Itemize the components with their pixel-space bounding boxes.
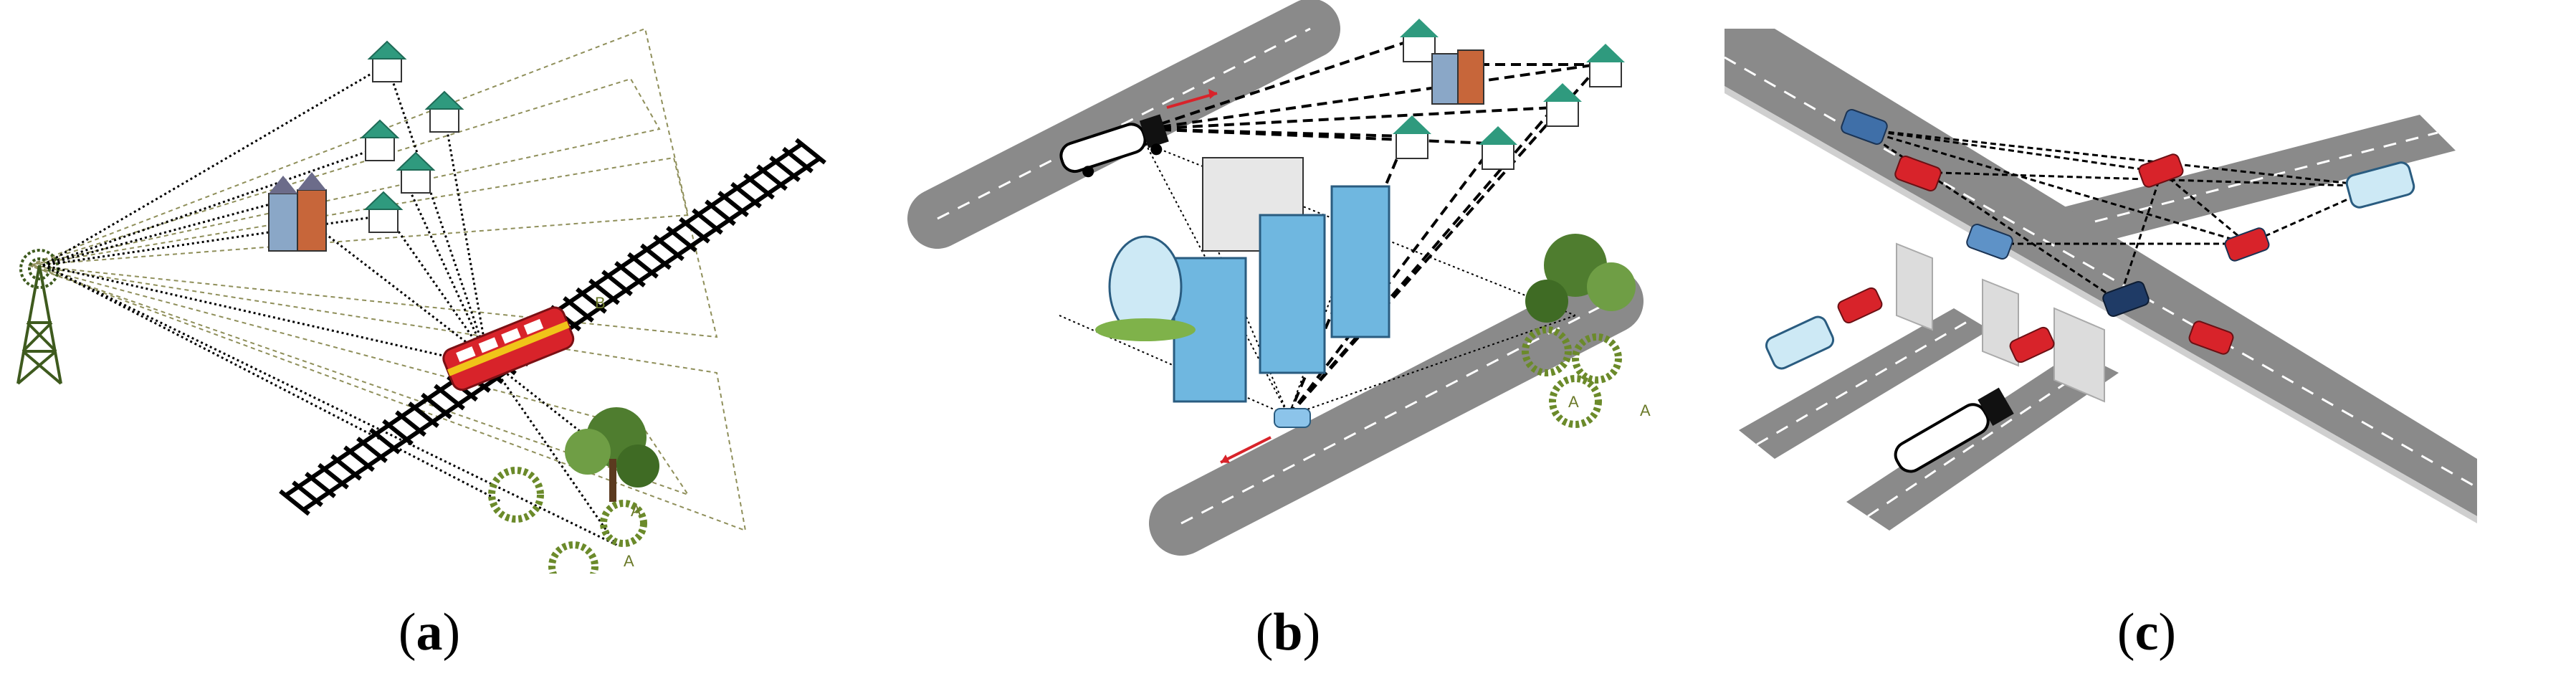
railway-tie (434, 384, 465, 411)
label-a: A (1568, 393, 1579, 411)
railway-tie (305, 472, 336, 498)
railway-tie (369, 427, 401, 455)
railway-tie (382, 419, 414, 446)
multipath-rays (1860, 128, 2377, 303)
railway-tie (627, 252, 659, 279)
house-icon (424, 90, 464, 133)
railway-tie (717, 191, 749, 217)
house-icon (363, 191, 404, 233)
vehicle-icons (1765, 109, 2415, 473)
panel-c-caption: (c) (2117, 603, 2177, 662)
lower-road-right (1846, 351, 2119, 531)
railway-tie (292, 480, 323, 508)
bus-icon (1765, 315, 1835, 370)
house-icons (1393, 19, 1625, 170)
label-a: A (631, 502, 641, 520)
panel-a-illustration: B A A (16, 27, 826, 574)
arrow-head (1221, 455, 1230, 463)
tree-cluster-icon (1522, 234, 1636, 428)
red-car-icon (1894, 156, 1942, 191)
railway-tie (743, 173, 775, 200)
arrow-head (1208, 89, 1217, 99)
railway-tie (614, 261, 646, 287)
panel-a-railway-scenario: B A A (a) (0, 0, 859, 694)
railway-tie (730, 181, 762, 209)
house-icon (360, 119, 400, 161)
railway-tie (588, 278, 620, 305)
house-icon (1543, 83, 1582, 127)
house-icon (1586, 44, 1625, 87)
railway-tie (395, 410, 426, 437)
direction-arrow (1220, 436, 1272, 464)
navy-car-icon (2102, 281, 2150, 317)
railway-tie (782, 146, 814, 174)
tree-cluster-icon (488, 407, 659, 574)
road-upper (907, 0, 1340, 249)
railway-tie (679, 217, 710, 244)
blue-car-icon (1841, 109, 1888, 145)
railway-tie (601, 270, 633, 297)
house-icon (1479, 126, 1517, 170)
train-icon (442, 306, 575, 391)
railway-tie (563, 296, 594, 323)
label-a: A (1640, 401, 1651, 419)
panel-b-urban-scenario: A A (b) (859, 0, 1717, 694)
blue-car-icon (1966, 224, 2013, 260)
railway-tie (279, 489, 310, 516)
label-a: A (624, 552, 634, 570)
panel-b-illustration: A A (907, 0, 1651, 556)
label-b: B (595, 294, 606, 312)
red-car-icon (2138, 153, 2184, 188)
railway-tie (666, 226, 697, 252)
overpass-road (1724, 29, 2478, 523)
railway-tie (421, 392, 452, 419)
railway-tie (356, 437, 388, 463)
panel-c-highway-interchange-scenario: (c) (1717, 0, 2576, 694)
railway-tie (343, 445, 375, 472)
house-icon (1393, 115, 1431, 159)
base-station-tower-icon (16, 249, 62, 385)
railway-tie (756, 164, 788, 191)
car-icon (1274, 408, 1311, 428)
railway-tie (653, 234, 684, 262)
direction-arrow (1166, 92, 1218, 109)
railway-tie (318, 462, 349, 490)
house-icon (396, 151, 436, 194)
beam-outlines (28, 27, 747, 532)
lower-road-left (1739, 308, 1990, 459)
bus-icon (2345, 161, 2415, 209)
railway-tie (692, 208, 723, 235)
house-icons (360, 40, 464, 233)
truck-icon (1059, 114, 1169, 178)
townhouse-building-icon (1431, 49, 1484, 105)
railway-tie (330, 454, 362, 481)
railway-tie (408, 401, 439, 428)
panel-b-caption: (b) (1255, 603, 1321, 662)
truck-icon (1894, 387, 2014, 473)
panel-c-illustration (1724, 29, 2478, 531)
railway-tie (576, 287, 607, 314)
multipath-rays (42, 63, 618, 546)
panel-a-caption: (a) (398, 603, 461, 662)
glass-tower-icons (1095, 157, 1390, 403)
house-icon (1400, 19, 1439, 62)
railway-tie (705, 199, 736, 227)
road-lower (1149, 269, 1644, 556)
red-car-icon (2188, 320, 2234, 355)
red-car-icon (2009, 326, 2055, 363)
bridge-pillars (1896, 242, 2105, 403)
railway-tie (640, 243, 672, 270)
townhouse-building-icon (268, 172, 327, 252)
house-icon (367, 40, 407, 82)
railway-tie (769, 156, 801, 182)
red-car-icon (2224, 227, 2270, 262)
railway-tie (795, 138, 826, 165)
red-car-icon (1837, 287, 1883, 324)
